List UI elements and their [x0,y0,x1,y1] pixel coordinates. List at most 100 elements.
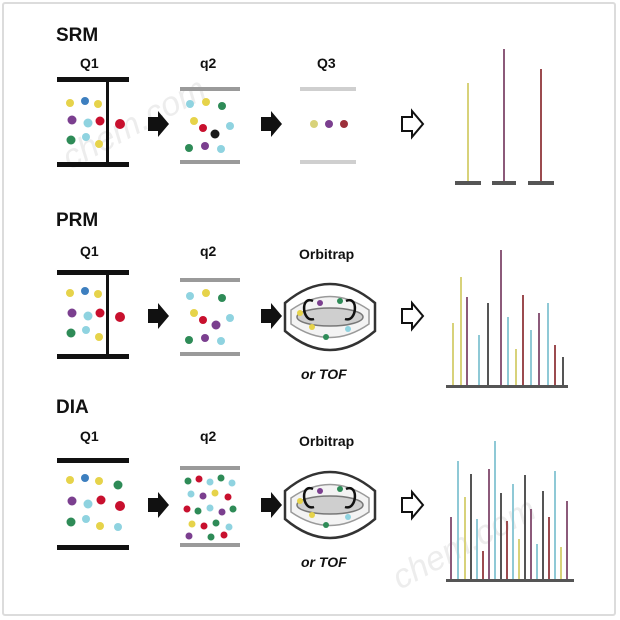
ion [199,316,207,324]
ion [218,294,226,302]
spectrum-peak [554,345,556,385]
quadrupole-rod [300,87,356,91]
ion [345,514,351,520]
ion [309,324,315,330]
spectrum-peak [547,303,549,385]
quadrupole-rod [57,545,129,550]
ion [190,117,198,125]
ion [337,486,343,492]
quadrupole-rod [57,77,129,82]
spectrum-peak [566,501,568,579]
orbit-path [344,486,357,509]
spectrum-peak [476,519,478,579]
ion [226,122,234,130]
q2-collision-cell [180,87,240,164]
spectrum-peak [538,313,540,385]
ion [218,102,226,110]
spectrum-peak [548,517,550,579]
ion [201,142,209,150]
ion [200,522,208,530]
ion [66,135,76,145]
ion [94,100,102,108]
quadrupole-rod [57,270,129,275]
q1-quadrupole [57,77,129,167]
q1-quadrupole [57,270,129,359]
ion [67,496,77,506]
ion [95,308,105,318]
section-title-srm: SRM [56,25,98,46]
ion [185,144,193,152]
spectrum-peak [507,317,509,385]
cell-wall [180,352,240,356]
spectrum-peak [494,441,496,579]
ion [83,499,93,509]
ion [83,118,93,128]
ion [115,501,125,511]
filled-arrow-icon [261,492,282,518]
outline-arrow-icon [401,108,425,140]
ion [201,334,209,342]
ion [95,116,105,126]
spectrum-peak [500,250,502,385]
ion [345,326,351,332]
peak-base [455,181,481,185]
ion [199,492,207,500]
ion [199,124,207,132]
ion [113,480,123,490]
stage-label-q1: Q1 [80,55,99,71]
orbitrap-icon [283,470,377,540]
cell-wall [180,278,240,282]
spectrum-peak [452,323,454,385]
spectrum-peak [542,491,544,579]
filled-arrow-icon [148,111,169,137]
ion [226,314,234,322]
ion [114,523,122,531]
cell-wall [180,543,240,547]
orbitrap-icon [283,282,377,352]
ion [81,474,89,482]
ion [206,478,214,486]
filled-arrow-icon [148,492,169,518]
ion [96,522,104,530]
ion [95,333,103,341]
spectrum-axis [446,579,574,582]
stage-label-orbitrap: Orbitrap [299,433,354,449]
spectrum-peak [487,303,489,385]
quadrupole-rod [57,354,129,359]
ion [94,290,102,298]
ion [202,98,210,106]
q2-collision-cell [180,466,240,547]
cell-wall [180,466,240,470]
ion [310,120,318,128]
ion [67,308,77,318]
orbitrap-spindle [296,307,364,327]
ion [190,309,198,317]
ion [186,100,194,108]
spectrum-peak [482,551,484,579]
ion [115,312,125,322]
ion [185,336,193,344]
spectrum-axis [446,385,568,388]
ion [207,533,215,541]
orbitrap-spindle [296,495,364,515]
quadrupole-rod [57,162,129,167]
ion [217,337,225,345]
spectrum-peak [478,335,480,385]
spectrum-peak [503,49,505,181]
spectrum-peak [460,277,462,385]
spectrum-peak [540,69,542,181]
peak-base [528,181,554,185]
ion [202,289,210,297]
spectrum-peak [515,349,517,385]
ion [183,505,191,513]
ion [186,292,194,300]
ion [194,507,202,515]
ion [185,532,193,540]
spectrum-peak [536,544,538,579]
ion [317,488,323,494]
spectrum-peak [530,509,532,579]
ion [195,475,203,483]
spectrum-peak [500,493,502,579]
ion [96,495,106,505]
spectrum-peak [464,497,466,579]
